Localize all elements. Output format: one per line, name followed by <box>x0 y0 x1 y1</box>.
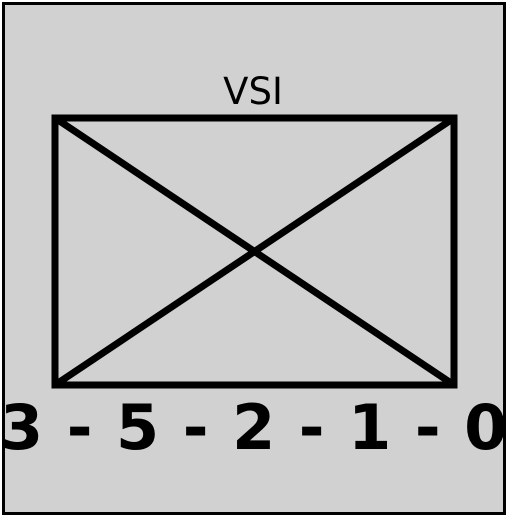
diagonal-line-up <box>53 115 456 388</box>
rectangle-outline <box>51 114 458 389</box>
symbol-top-label: VSI <box>223 70 283 113</box>
symbol-code: 3 - 5 - 2 - 1 - 0 <box>0 391 506 464</box>
